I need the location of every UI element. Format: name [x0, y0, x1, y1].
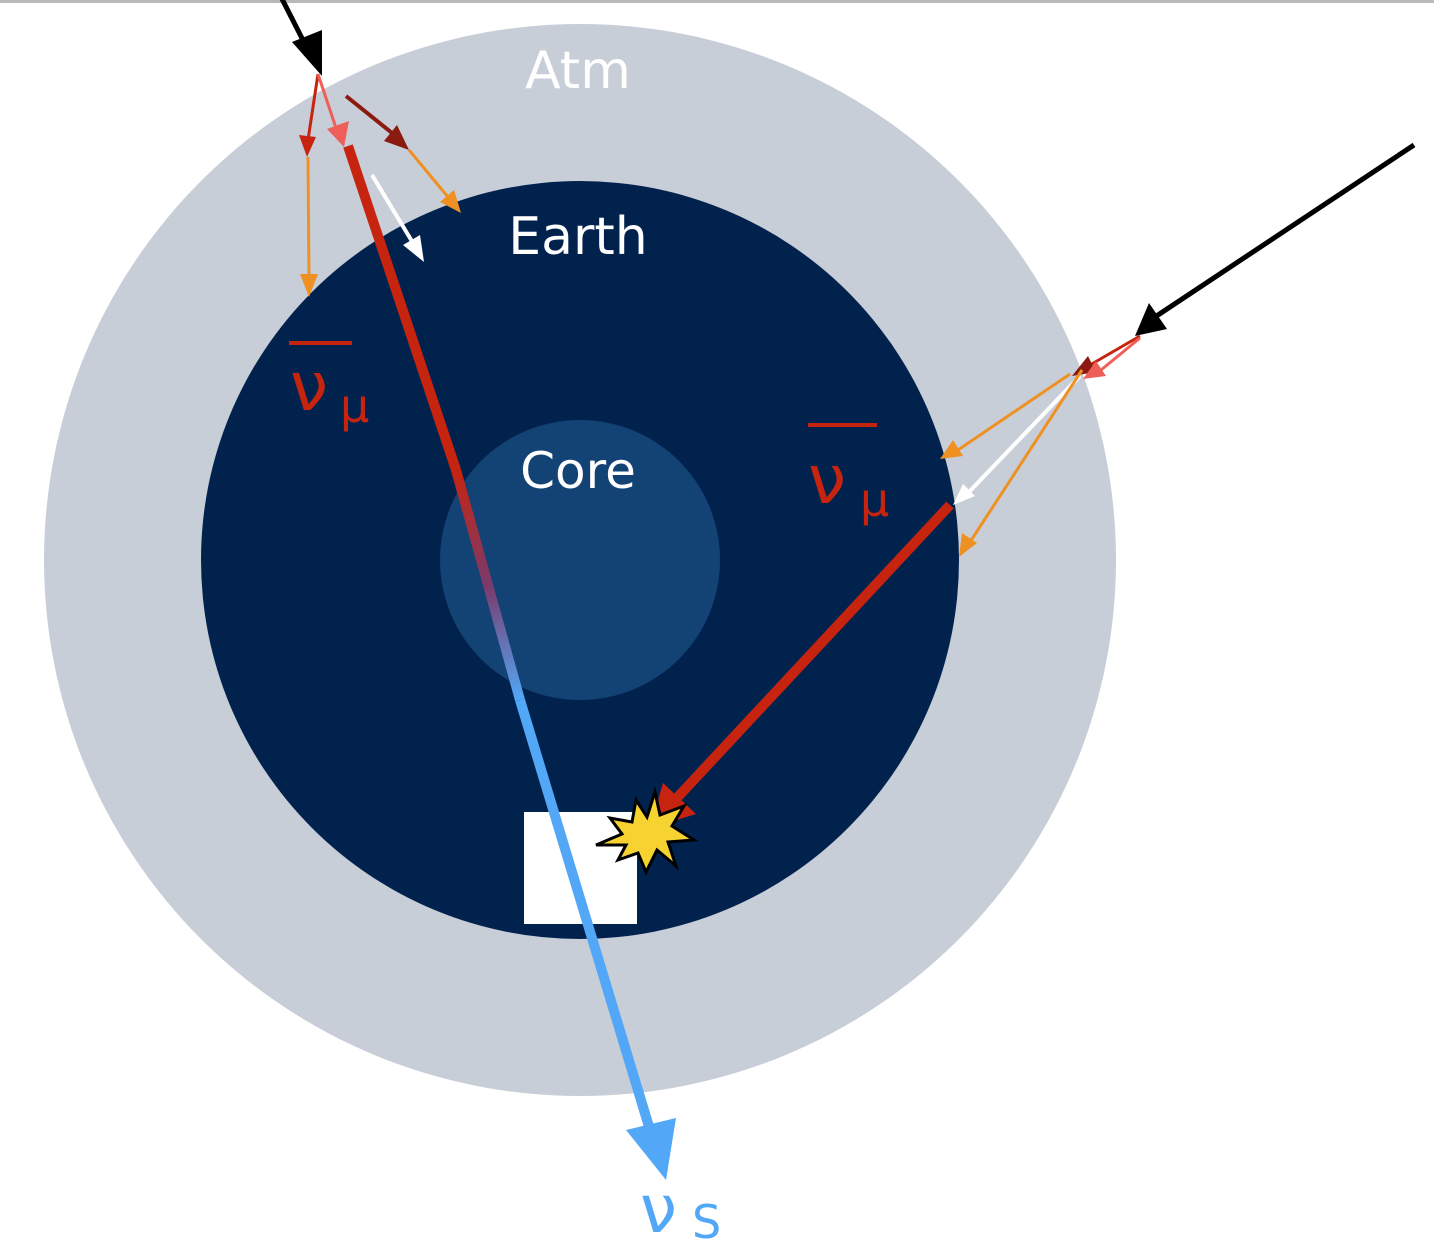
core-label: Core	[520, 442, 636, 500]
antineutrino-left-label: ν	[290, 348, 328, 427]
left-air-shower	[279, 0, 461, 297]
interaction-burst-icon	[595, 786, 699, 876]
antineutrino-track-right	[671, 501, 954, 804]
cosmic-ray-left-arrowhead	[292, 30, 322, 76]
sterile-neutrino-arrowhead	[626, 1118, 676, 1180]
oscillation-track-core	[451, 468, 525, 702]
antineutrino-track-left	[343, 144, 461, 472]
core-layer	[440, 420, 720, 700]
cosmic-ray-right-arrowhead	[1135, 303, 1167, 336]
sterile-neutrino-track	[515, 698, 655, 1132]
sterile-neutrino-label: ν	[640, 1171, 677, 1240]
right-air-shower	[940, 142, 1416, 557]
sterile-neutrino-subscript: S	[692, 1195, 721, 1240]
antineutrino-right-subscript: μ	[860, 473, 889, 527]
antineutrino-right-label: ν	[808, 441, 846, 520]
cosmic-ray-right	[1153, 142, 1416, 320]
top-border	[0, 0, 1434, 3]
antineutrino-left-subscript: μ	[340, 379, 369, 433]
earth-label: Earth	[508, 207, 647, 267]
atmosphere-label: Atm	[525, 41, 631, 101]
